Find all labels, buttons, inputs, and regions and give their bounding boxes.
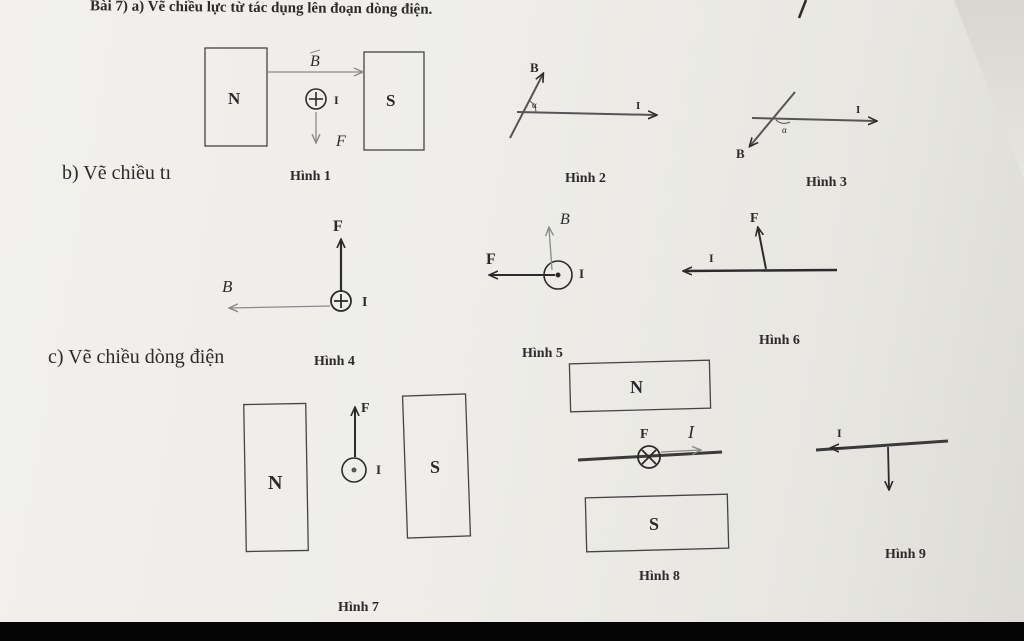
magnet-south-label-8: S [649,514,659,534]
force-arrow-6 [758,228,767,270]
force-label-7: F [361,401,370,416]
current-in-symbol-8 [637,445,661,469]
caption-fig2: Hình 2 [565,171,606,186]
current-label-pencil-8: I [687,422,695,442]
field-label-2: B [530,60,539,75]
magnet-north-8 [568,359,712,413]
magnet-south-7 [401,393,472,539]
field-arrow-2 [509,74,543,139]
force-label-4: F [333,218,343,235]
magnet-south-label: S [386,91,395,110]
caption-fig8: Hình 8 [639,569,680,584]
figure-6: I F [684,211,838,271]
field-arrow-pencil-4 [230,306,331,308]
part-b-heading: b) Vẽ chiều tı [62,162,172,184]
angle-label-3: α [782,125,787,135]
current-label-6: I [709,251,714,265]
magnet-north-label-8: N [630,377,643,397]
figure-5: I F B [486,211,584,290]
part-c-heading: c) Vẽ chiều dòng điện [48,346,225,368]
current-out-symbol [305,88,327,110]
force-arrow-9 [888,446,889,489]
current-line-6 [684,270,838,271]
current-label-7: I [376,462,381,477]
pen-mark [797,0,808,19]
current-label-5: I [579,266,584,281]
current-label-9: I [837,426,842,440]
magnet-north [204,47,268,147]
caption-fig1: Hình 1 [290,169,331,184]
force-label-8: F [640,427,649,442]
cross-b-8 [641,449,657,465]
caption-fig3: Hình 3 [806,175,847,190]
field-label-pencil-4: B [222,277,233,296]
worksheet-paper [0,0,1024,622]
figure-1: N S B I F [204,47,425,151]
figure-3: B α I [736,91,876,161]
magnet-north-7 [243,402,309,553]
figure-9: I [815,426,949,489]
force-label-6: F [750,211,759,226]
angle-label-2: α [532,100,537,110]
caption-fig6: Hình 6 [759,333,800,348]
figure-2: B α I [509,60,656,139]
current-out-symbol-4 [330,290,352,312]
vector-bar-pencil [309,49,321,54]
magnet-south-8 [584,493,730,553]
caption-fig5: Hình 5 [522,346,563,361]
current-arrow-pencil-8 [660,450,700,452]
current-dot-7 [351,467,357,473]
field-label-pencil-5: B [560,211,570,228]
magnet-south [363,51,425,151]
figure-8: N S F I [568,359,730,553]
figure-4: F I B [222,218,367,311]
current-label-2: I [636,100,640,112]
angle-arc-2 [529,100,537,113]
caption-fig4: Hình 4 [314,354,355,369]
field-arrow-pencil-5 [549,228,552,271]
force-label-5: F [486,251,496,268]
current-line-2 [516,112,656,115]
field-arrow-3 [750,91,796,146]
current-label-4: I [362,295,367,310]
current-label-3: I [856,104,860,116]
current-label-1: I [334,93,339,107]
magnet-north-label-7: N [268,472,283,494]
magnet-north-label: N [228,89,241,108]
field-label-pencil: B [310,53,320,70]
current-dot-5 [555,272,561,278]
field-label-3: B [736,146,745,161]
current-symbol-7 [341,457,367,483]
figure-7: N S I F [243,393,472,553]
bottom-black-bar [0,622,1024,641]
caption-fig7: Hình 7 [338,600,379,615]
angle-arc-3 [775,119,791,124]
magnet-south-label-7: S [430,457,440,477]
caption-fig9: Hình 9 [885,547,926,562]
force-label-pencil: F [335,133,346,150]
